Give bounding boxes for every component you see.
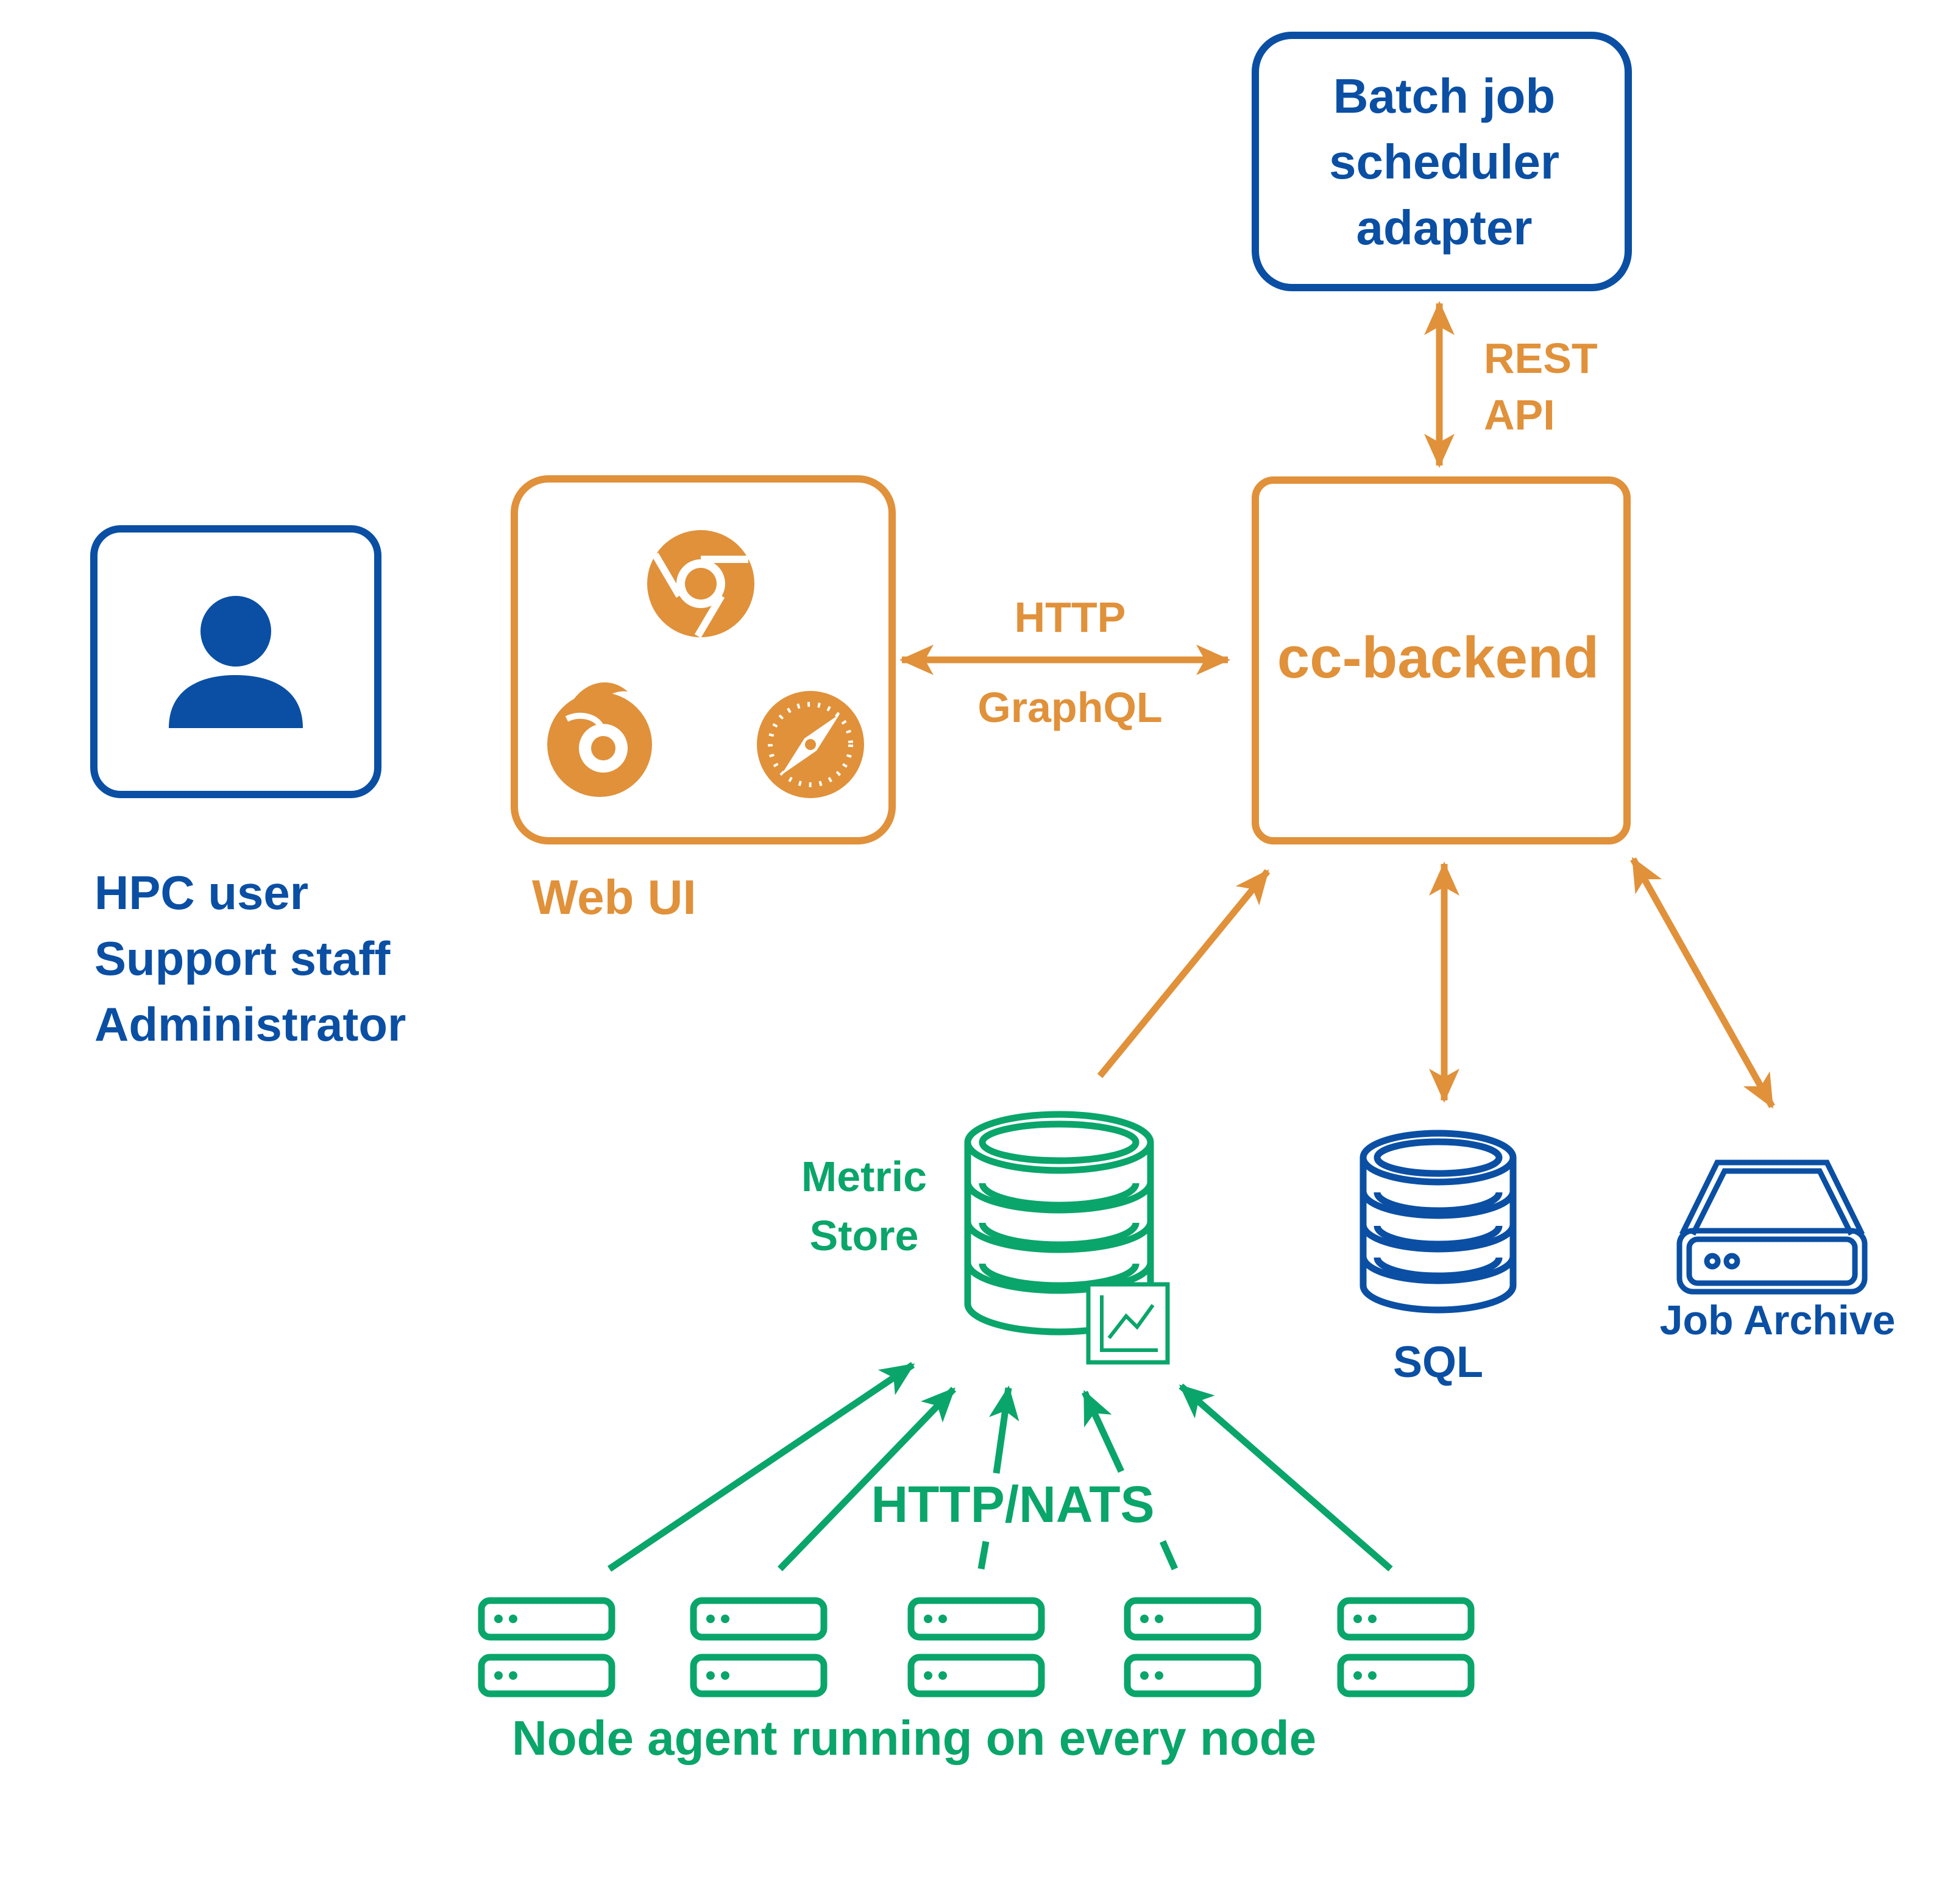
- scheduler-line-1: Batch job: [1333, 69, 1555, 123]
- scheduler-line-2: scheduler: [1329, 135, 1559, 189]
- node-arrow-3b: [988, 1386, 1019, 1474]
- node-arrow-5: [1179, 1383, 1393, 1572]
- web-ui-label: Web UI: [532, 870, 697, 924]
- person-icon: [169, 596, 303, 728]
- metricstore-backend-arrow: [1097, 869, 1271, 1078]
- database-icon: [1360, 1130, 1517, 1314]
- chrome-icon: [647, 530, 754, 639]
- server-node-5: [1337, 1597, 1475, 1697]
- cc-backend-box: [1252, 476, 1631, 844]
- scheduler-adapter-box: [1252, 32, 1632, 291]
- server-icon: [690, 1597, 828, 1697]
- server-node-4: [1124, 1597, 1261, 1697]
- metric-store-line-2: Store: [810, 1212, 919, 1259]
- scheduler-line-3: adapter: [1356, 200, 1533, 255]
- node-arrow-4a: [1159, 1540, 1179, 1571]
- server-icon: [1124, 1597, 1261, 1697]
- firefox-icon: [547, 682, 652, 797]
- http-nats-label: HTTP/NATS: [871, 1476, 1154, 1533]
- sql-label: SQL: [1393, 1338, 1483, 1387]
- backend-archive-arrow: [1630, 857, 1775, 1109]
- server-icon: [1337, 1597, 1475, 1697]
- metric-store-line-1: Metric: [801, 1153, 927, 1200]
- node-arrows: [607, 1362, 1393, 1572]
- server-node-2: [690, 1597, 828, 1697]
- user-role-support: Support staff: [94, 932, 391, 985]
- server-node-3: [907, 1597, 1045, 1697]
- node-arrow-4b: [1082, 1390, 1124, 1473]
- database-chart-icon: [964, 1111, 1170, 1365]
- web-ui-box: [511, 475, 896, 844]
- hard-drive-icon: [1676, 1159, 1868, 1295]
- user-box: [90, 525, 381, 798]
- server-node-1: [478, 1597, 615, 1697]
- node-arrow-2: [778, 1387, 956, 1571]
- server-icon: [907, 1597, 1045, 1697]
- node-agent-caption: Node agent running on every node: [512, 1711, 1316, 1765]
- user-role-admin: Administrator: [94, 997, 406, 1051]
- user-role-hpc: HPC user: [94, 866, 308, 919]
- safari-icon: [757, 691, 864, 798]
- http-label: HTTP: [1015, 593, 1126, 641]
- api-label: API: [1484, 391, 1555, 439]
- rest-label: REST: [1484, 334, 1598, 382]
- server-icon: [478, 1597, 615, 1697]
- job-archive-label: Job Archive: [1660, 1297, 1896, 1343]
- graphql-label: GraphQL: [977, 684, 1162, 731]
- node-arrow-1: [607, 1362, 915, 1572]
- cc-backend-label: cc-backend: [1277, 625, 1599, 690]
- node-arrow-3a: [977, 1541, 990, 1570]
